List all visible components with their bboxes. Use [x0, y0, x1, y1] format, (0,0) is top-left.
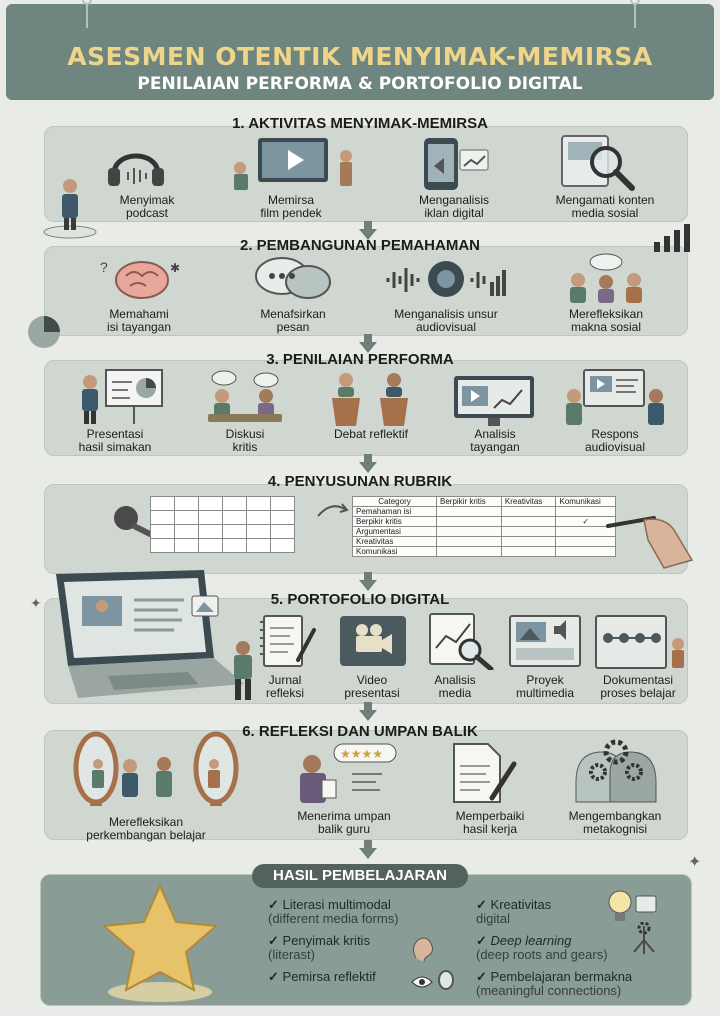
gears-head-icon [575, 739, 657, 803]
flow-arrow [359, 221, 377, 240]
curved-arrow-icon [317, 503, 349, 517]
feedback-stars-icon: ★★★★ [300, 743, 397, 803]
multimedia-project-icon [509, 615, 581, 667]
svg-text:✱: ✱ [170, 261, 180, 275]
rubric-header: Komunikasi [555, 496, 616, 507]
podium-icon [43, 179, 97, 239]
roots-gears-icon [633, 922, 655, 954]
flow-arrow [359, 572, 377, 591]
rubric-header: Kreativitas [500, 496, 557, 507]
headphones-icon [108, 153, 164, 186]
magnifier-icon [561, 135, 635, 191]
discussion-group-icon [570, 253, 642, 303]
item-debat: Debat reflektif [333, 427, 409, 441]
discussion-table-icon [208, 370, 282, 422]
debate-podium-icon [332, 373, 408, 426]
rubric-header: Berpikir kritis [436, 496, 502, 507]
rubric-row-label: Berpikir kritis [352, 516, 437, 527]
section-5-title: 5. PORTOFOLIO DIGITAL [270, 591, 450, 608]
rubric-row-label: Komunikasi [352, 546, 437, 557]
phone-ad-icon [424, 138, 489, 190]
presentation-board-icon [82, 369, 163, 424]
hasil-title: HASIL PEMBELAJARAN [252, 864, 468, 888]
mirror-icon [73, 731, 239, 806]
pie-chart-icon [28, 316, 60, 348]
video-camera-icon [340, 616, 406, 666]
sparkle-icon: ✦ [688, 854, 702, 871]
outcome-bermakna: ✓ Pembelajaran bermakna (meaningful conn… [476, 969, 633, 998]
flow-arrow [359, 702, 377, 721]
page-subtitle: PENILAIAN PERFORMA & PORTOFOLIO DIGITAL [137, 74, 583, 94]
section-6-title: 6. REFLEKSI DAN UMPAN BALIK [242, 723, 478, 740]
flow-arrow [359, 334, 377, 353]
film-screen-icon [234, 138, 352, 190]
header-pin [82, 0, 92, 28]
ear-icon [412, 937, 433, 962]
rubric-table: Category Berpikir kritis Kreativitas Kom… [352, 496, 616, 557]
flow-arrow [359, 454, 377, 473]
page-title: ASESMEN OTENTIK MENYIMAK-MEMIRSA [67, 42, 653, 71]
student-figure-icon [234, 641, 252, 700]
audiovisual-response-icon [566, 369, 664, 425]
header-pin [630, 0, 640, 28]
chart-bars-icon [654, 224, 690, 252]
flow-arrow [359, 840, 377, 859]
timeline-icon [595, 615, 684, 669]
brain-icon: ? ✱ [100, 259, 180, 299]
outcome-deep-learning: ✓ Deep learning (deep roots and gears) [476, 933, 608, 962]
blank-rubric-grid [150, 496, 295, 553]
section-2-title: 2. PEMBANGUNAN PEMAHAMAN [239, 237, 480, 254]
header-banner: ASESMEN OTENTIK MENYIMAK-MEMIRSA PENILAI… [6, 0, 714, 100]
media-analysis-icon [429, 613, 494, 670]
rubric-row-label: Argumentasi [352, 526, 437, 537]
outcome-pemirsa: ✓ Pemirsa reflektif [268, 969, 376, 984]
laptop-icon [56, 570, 244, 698]
eye-icon [411, 970, 454, 990]
svg-text:★★★★: ★★★★ [340, 747, 383, 761]
rubric-row-label: Kreativitas [352, 536, 437, 547]
section-3-title: 3. PENILAIAN PERFORMA [266, 351, 454, 368]
analysis-monitor-icon [454, 376, 534, 426]
journal-icon [260, 615, 316, 667]
svg-text:?: ? [100, 259, 108, 275]
outcome-kreativitas: ✓ Kreativitas digital [476, 897, 552, 926]
sparkle-icon: ✦ [30, 595, 42, 611]
rubric-row-label: Pemahaman isi [352, 506, 437, 517]
hand-pen-icon [606, 516, 694, 569]
rubric-header: Category [352, 496, 437, 507]
document-edit-icon [453, 743, 517, 803]
speech-bubbles-icon [255, 257, 331, 299]
lightbulb-icon [608, 890, 657, 921]
outcome-penyimak: ✓ Penyimak kritis (literast) [268, 933, 370, 962]
audio-wave-icon [386, 261, 506, 297]
star-icon [101, 883, 219, 1002]
section-4-title: 4. PENYUSUNAN RUBRIK [267, 473, 453, 490]
outcome-literasi: ✓ Literasi multimodal (different media f… [268, 897, 399, 926]
section-1-title: 1. AKTIVITAS MENYIMAK-MEMIRSA [232, 115, 488, 132]
